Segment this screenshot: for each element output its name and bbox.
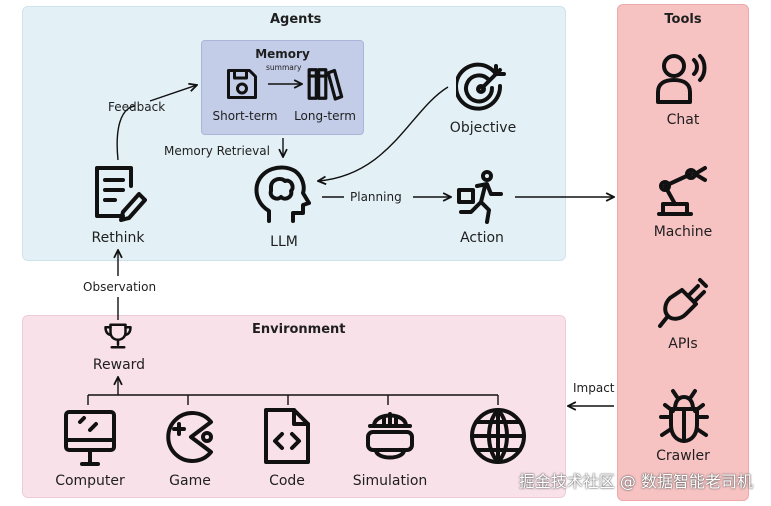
books-icon	[306, 66, 344, 102]
person-speaking-icon	[656, 52, 710, 106]
env-item-computer: Computer	[55, 473, 125, 489]
environment-panel	[22, 315, 566, 498]
plug-icon	[656, 276, 710, 330]
environment-title: Environment	[252, 322, 346, 337]
floppy-disk-icon	[224, 66, 260, 102]
tools-panel	[617, 4, 749, 501]
robot-arm-icon	[655, 164, 711, 220]
rethink-label: Rethink	[91, 230, 145, 246]
target-icon	[456, 62, 508, 114]
env-item-code: Code	[269, 473, 305, 489]
memory-summary-label: summary	[266, 63, 302, 72]
tools-title: Tools	[664, 12, 702, 27]
llm-label: LLM	[270, 234, 298, 250]
agents-title: Agents	[270, 12, 322, 27]
tool-crawler: Crawler	[656, 448, 710, 464]
document-pen-icon	[93, 164, 147, 222]
running-person-icon	[455, 170, 513, 224]
reward-label: Reward	[92, 357, 146, 373]
long-term-label: Long-term	[294, 109, 356, 123]
code-file-icon	[262, 406, 312, 466]
head-brain-icon	[251, 163, 311, 227]
action-label: Action	[460, 230, 504, 246]
globe-icon	[468, 406, 528, 466]
env-item-simulation: Simulation	[352, 473, 428, 489]
observation-label: Observation	[83, 280, 157, 294]
memory-title: Memory	[255, 47, 310, 61]
bug-icon	[657, 387, 711, 445]
tool-chat: Chat	[666, 112, 700, 128]
tool-machine: Machine	[653, 224, 713, 240]
objective-label: Objective	[449, 120, 517, 136]
env-item-game: Game	[169, 473, 211, 489]
watermark: 掘金技术社区 @ 数据智能老司机	[518, 472, 753, 491]
monitor-icon	[62, 408, 118, 466]
tool-apis: APIs	[668, 336, 698, 352]
impact-label: Impact	[573, 381, 615, 395]
trophy-icon	[103, 322, 133, 350]
short-term-label: Short-term	[212, 109, 278, 123]
feedback-label: Feedback	[108, 100, 166, 114]
vr-headset-icon	[362, 406, 418, 468]
planning-label: Planning	[350, 190, 402, 204]
memory-retrieval-label: Memory Retrieval	[164, 144, 270, 158]
pacman-icon	[161, 408, 219, 466]
